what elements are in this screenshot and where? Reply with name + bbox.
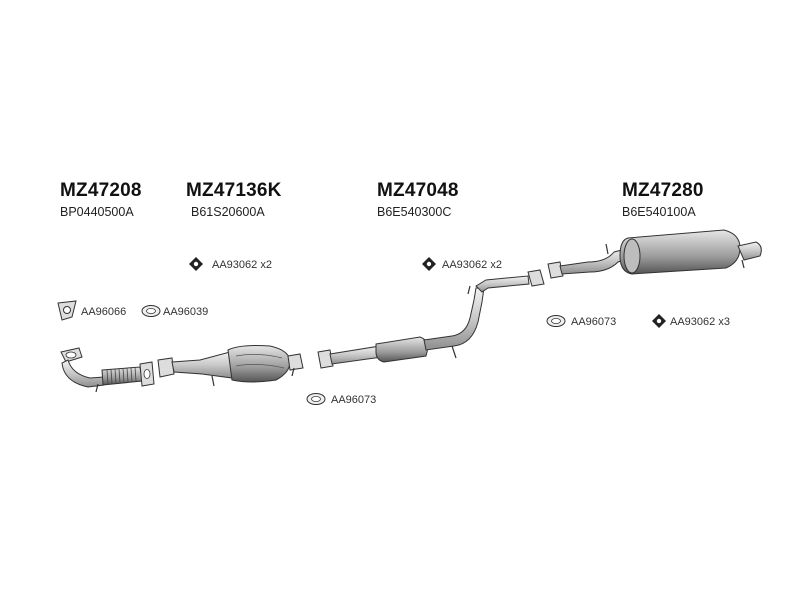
front-pipe-drawing [60,347,155,393]
part-number-catalyst: MZ47136K [186,180,282,201]
part-number-rear-silencer: MZ47280 [622,180,704,201]
clamp-icon [189,257,203,271]
catalyst-drawing [157,345,304,387]
oem-number-front-pipe: BP0440500A [60,205,134,219]
ring-gasket-icon [546,315,566,327]
accessory-label-clamp-3: AA93062 x3 [670,316,730,328]
part-number-middle-silencer: MZ47048 [377,180,459,201]
clamp-icon [652,314,666,328]
oem-number-middle-silencer: B6E540300C [377,205,452,219]
accessory-label-ring-gasket-2: AA96073 [571,316,617,328]
accessory-label-ring-gasket-1: AA96073 [331,394,377,406]
part-number-front-pipe: MZ47208 [60,180,142,201]
accessory-label-clamp-2: AA93062 x2 [442,259,502,271]
rear-silencer-drawing [547,229,762,279]
clamp-icon [422,257,436,271]
accessory-label-oval-gasket: AA96039 [163,306,209,318]
flange-gasket-icon [57,300,77,321]
middle-silencer-drawing [317,269,545,369]
accessory-label-clamp-1: AA93062 x2 [212,259,272,271]
ring-gasket-icon [306,393,326,405]
oem-number-rear-silencer: B6E540100A [622,205,696,219]
oem-number-catalyst: B61S20600A [191,205,265,219]
accessory-label-flange-gasket: AA96066 [81,306,127,318]
oval-gasket-icon [141,305,161,317]
